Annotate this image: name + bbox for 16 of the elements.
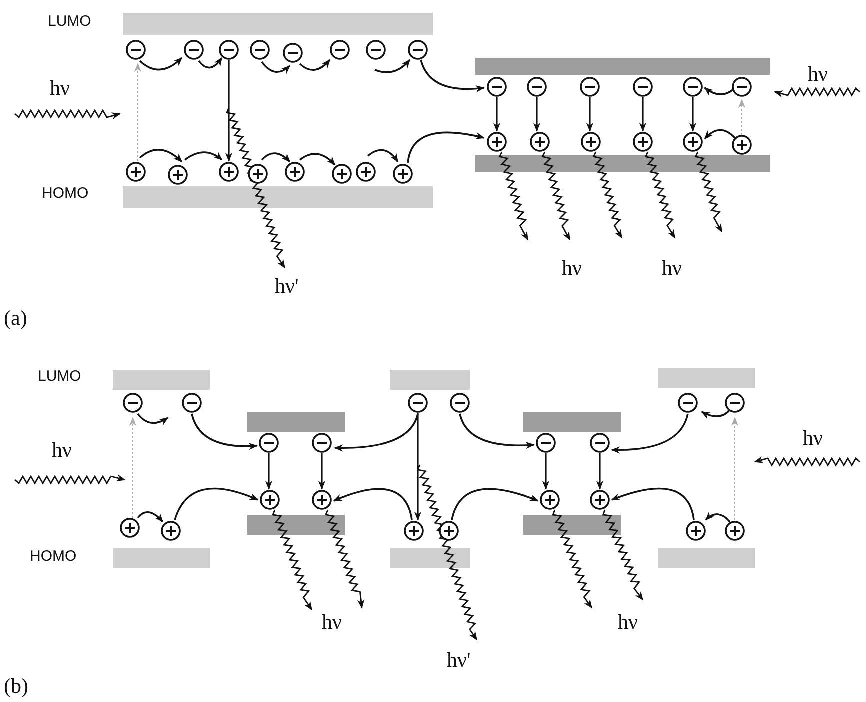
panel-label: (b) bbox=[4, 676, 28, 697]
photon-label: hν bbox=[618, 612, 638, 633]
photon-label: hν bbox=[52, 440, 72, 461]
panel-label: (a) bbox=[4, 308, 28, 329]
band-label: HOMO bbox=[30, 549, 77, 564]
photon-label: hν bbox=[50, 78, 70, 99]
band-label: HOMO bbox=[42, 186, 89, 201]
photon-label: hν bbox=[803, 428, 823, 449]
band-label: LUMO bbox=[48, 14, 92, 29]
photon-label: hν' bbox=[275, 276, 299, 297]
photon-label: hν bbox=[662, 258, 682, 279]
photon-label: hν bbox=[322, 612, 342, 633]
photon-label: hν bbox=[808, 64, 828, 85]
band-label: LUMO bbox=[38, 369, 82, 384]
photon-label: hν' bbox=[447, 650, 471, 671]
photon-label: hν bbox=[562, 258, 582, 279]
